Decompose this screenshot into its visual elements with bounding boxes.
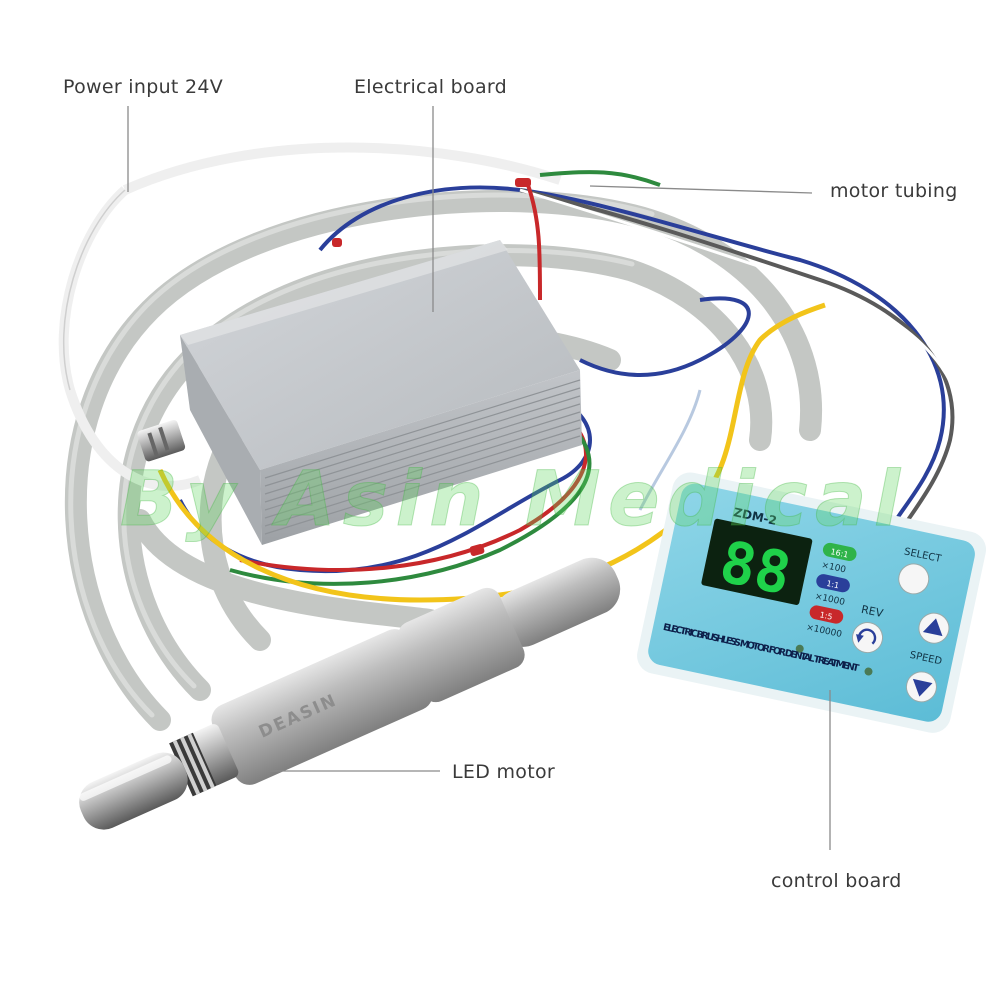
leader-lines xyxy=(127,106,831,850)
control-board-label: control board xyxy=(771,870,902,892)
led-motor-label: LED motor xyxy=(452,761,555,783)
ratio-3-text: 1:5 xyxy=(819,610,833,621)
watermark: By Asin Medical xyxy=(120,454,901,543)
ratio-indicator-2 xyxy=(816,574,850,593)
tubing-connector xyxy=(137,419,186,462)
ratio-2-text: 1:1 xyxy=(826,579,840,590)
power-input-label: Power input 24V xyxy=(63,76,224,98)
control-board: ZDM-2 88 16:1 ×100 1:1 ×1000 1:5 ×10000 … xyxy=(637,472,987,733)
ratio-indicator-3 xyxy=(809,605,844,624)
electrical-board-box xyxy=(180,240,582,545)
status-led xyxy=(795,644,804,653)
signal-wires xyxy=(157,170,962,603)
status-led xyxy=(864,667,873,676)
led-motor-handpiece xyxy=(79,557,621,830)
display-digits: 88 xyxy=(714,527,796,608)
speed-down-arrow-icon xyxy=(912,678,933,697)
electrical-board-label: Electrical board xyxy=(354,76,508,98)
rev-button[interactable] xyxy=(850,620,886,656)
rev-label: REV xyxy=(860,603,885,620)
speed-up-arrow-icon xyxy=(922,618,943,637)
select-button[interactable] xyxy=(896,561,932,597)
ratio-indicator-1 xyxy=(822,542,857,561)
seven-segment-display xyxy=(701,518,813,605)
motor-tubing-label: motor tubing xyxy=(830,180,958,202)
ratio-1-text: 16:1 xyxy=(830,547,849,560)
